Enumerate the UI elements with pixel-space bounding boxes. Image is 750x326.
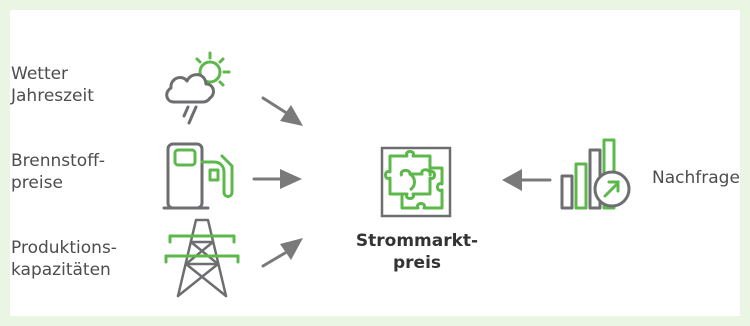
arrow-capacity-to-price <box>261 238 303 268</box>
input-label-production-capacity: Produktions- kapazitäten <box>11 238 117 280</box>
fuel-pump-icon <box>162 142 234 210</box>
demand-chart-icon <box>560 138 631 210</box>
power-pylon-icon <box>164 218 240 298</box>
input-label-fuel-prices: Brennstoff- preise <box>11 151 106 193</box>
output-label-demand: Nachfrage <box>652 168 740 188</box>
puzzle-icon <box>380 146 452 218</box>
center-label-electricity-price: Strommarkt- preis <box>355 231 479 273</box>
weather-icon <box>165 51 231 125</box>
arrow-demand-to-price <box>502 169 552 191</box>
arrow-fuel-to-price <box>252 169 302 189</box>
input-label-weather: Wetter Jahreszeit <box>11 64 94 106</box>
arrow-weather-to-price <box>261 96 303 126</box>
